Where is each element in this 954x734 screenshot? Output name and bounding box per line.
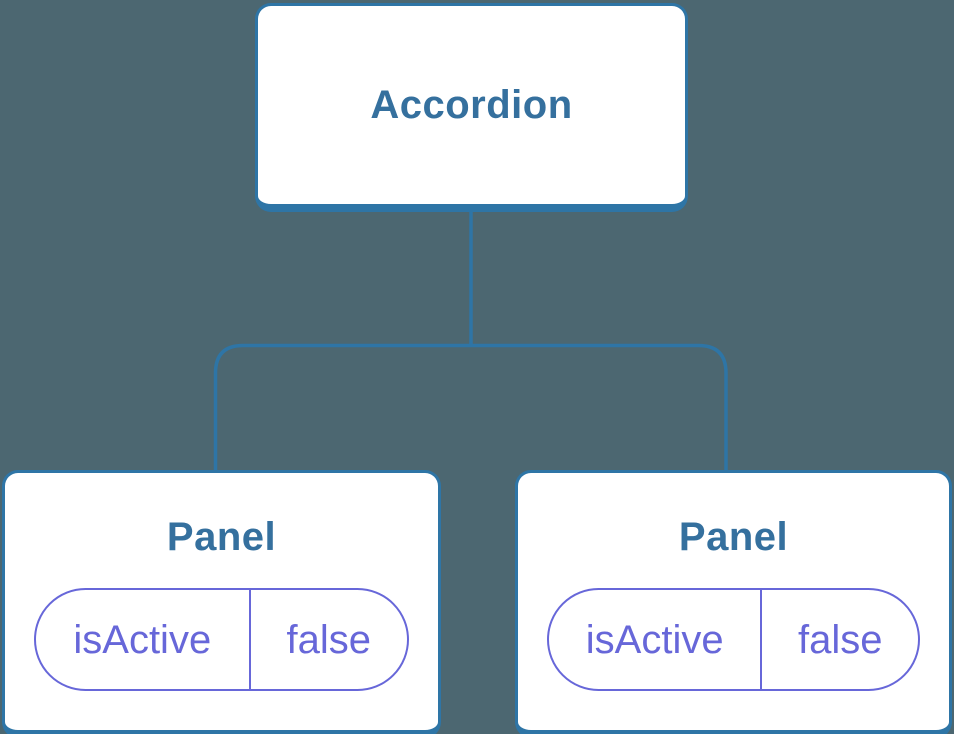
- panel-node-label: Panel: [678, 515, 789, 559]
- connector-branch-bracket: [213, 343, 728, 472]
- accordion-node-label: Accordion: [370, 83, 573, 127]
- accordion-node: Accordion: [255, 3, 688, 212]
- prop-value: false: [286, 617, 372, 662]
- panel-node-label: Panel: [166, 515, 277, 559]
- panel-node-left: Panel isActive false: [2, 470, 441, 734]
- prop-pill: isActive false: [547, 588, 920, 691]
- prop-pill: isActive false: [34, 588, 409, 691]
- prop-name: isActive: [36, 590, 251, 689]
- panel-node-right: Panel isActive false: [515, 470, 952, 734]
- prop-name: isActive: [549, 590, 763, 689]
- prop-value: false: [797, 617, 883, 662]
